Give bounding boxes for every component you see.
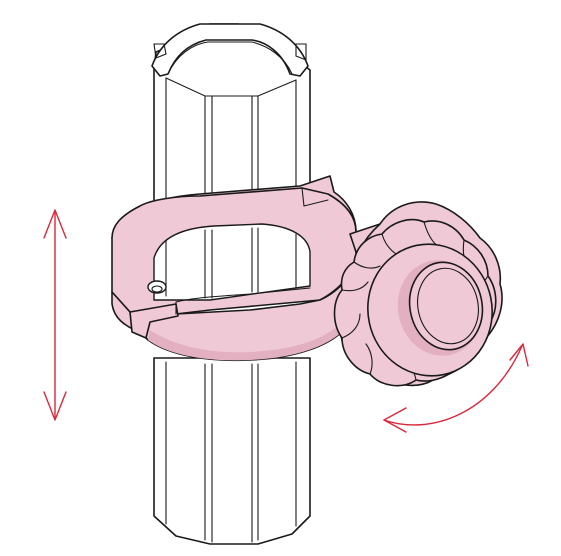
vertical-slide-arrow: [43, 209, 67, 421]
star-knob: [333, 201, 503, 387]
tube-slot-right: [295, 43, 307, 61]
clamp-screw-hole: [147, 280, 167, 294]
vertical-slide-arrow-part: [43, 391, 67, 421]
clamp-inner-hole: [153, 223, 311, 301]
clamp-notch: [301, 187, 329, 207]
knob-rotation-arrow-part: [509, 343, 529, 367]
knob-face-inner: [417, 267, 479, 345]
knob-face: [408, 261, 484, 351]
clamp-collar-edge: [175, 287, 311, 315]
knob-rotation-arrow: [383, 343, 529, 433]
clamp-screw-hole-inner: [151, 285, 163, 293]
knob-rotation-arrow-part: [383, 345, 523, 426]
tube-top-opening: [151, 23, 309, 77]
clamp-band-shadow: [148, 320, 344, 361]
ring-clamp: [111, 175, 357, 362]
knob-rotation-arrow-part: [383, 407, 407, 433]
tube-facet: [165, 77, 297, 97]
tube-lower: [153, 357, 311, 545]
vertical-slide-arrow-part: [43, 209, 67, 239]
tube-body-lower: [153, 357, 311, 545]
tube-through-clamp: [165, 227, 297, 299]
tube-slot-left: [153, 43, 167, 59]
tube-inner-profile: [167, 41, 293, 75]
